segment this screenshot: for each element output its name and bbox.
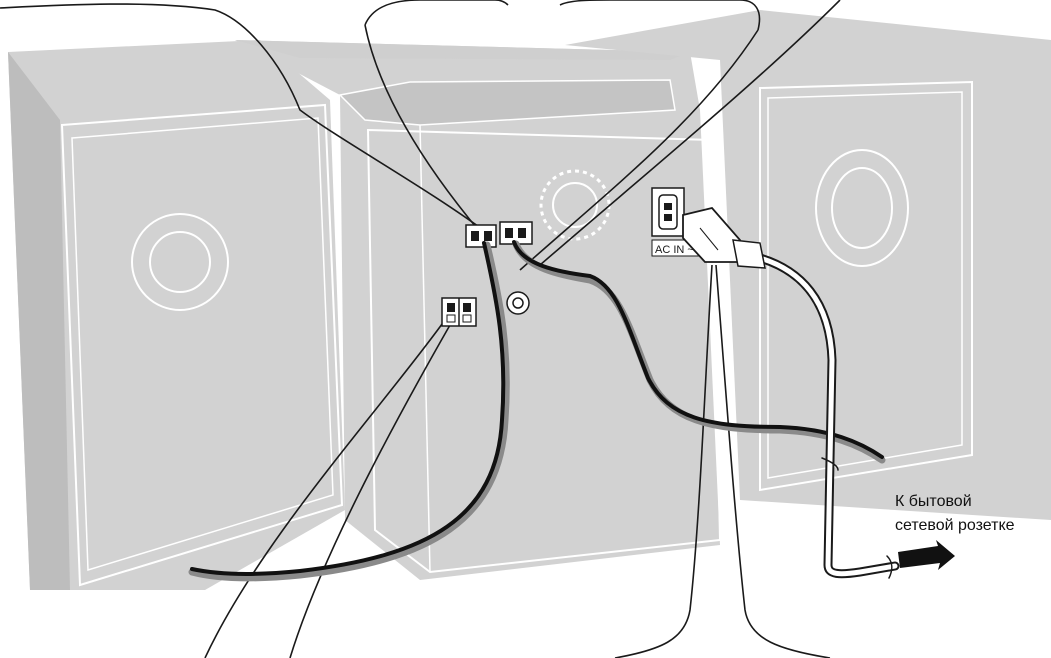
right-speaker	[565, 10, 1051, 520]
right-woofer-center	[831, 167, 893, 249]
callout-bottom-left-b	[289, 324, 451, 658]
callout-lines	[0, 0, 841, 658]
speaker-cable-left	[188, 241, 510, 582]
speaker-cable-right	[512, 240, 886, 464]
cord-break-mark-lower	[886, 555, 893, 579]
callout-bottom-left-a	[204, 319, 446, 658]
power-plug	[682, 206, 766, 269]
left-speaker	[8, 40, 345, 590]
speaker-terminal-left	[465, 224, 497, 248]
callout-bottom-center-b	[715, 264, 831, 658]
ac-in-label: AC IN ~	[655, 244, 694, 256]
antenna-socket	[506, 291, 530, 315]
callout-top-right-b	[539, 0, 841, 266]
left-woofer-ring	[131, 213, 229, 311]
right-woofer-ring	[815, 149, 909, 267]
outlet-label-line1: К бытовой	[895, 493, 972, 510]
power-cord	[755, 253, 900, 579]
cord-break-mark-upper	[821, 457, 839, 471]
callout-top-right-a	[519, 29, 759, 271]
fm-antenna-terminal	[441, 297, 477, 327]
speaker-terminal-right	[499, 221, 533, 245]
callout-bottom-center-a	[614, 264, 713, 658]
main-unit	[235, 40, 722, 580]
left-woofer-center	[149, 231, 211, 293]
callout-top-left	[0, 3, 491, 236]
outlet-label-line2: сетевой розетке	[895, 517, 1015, 534]
outlet-label: К бытовой сетевой розетке	[895, 490, 1045, 538]
direction-arrow	[898, 540, 955, 570]
callout-top-center	[364, 24, 481, 233]
